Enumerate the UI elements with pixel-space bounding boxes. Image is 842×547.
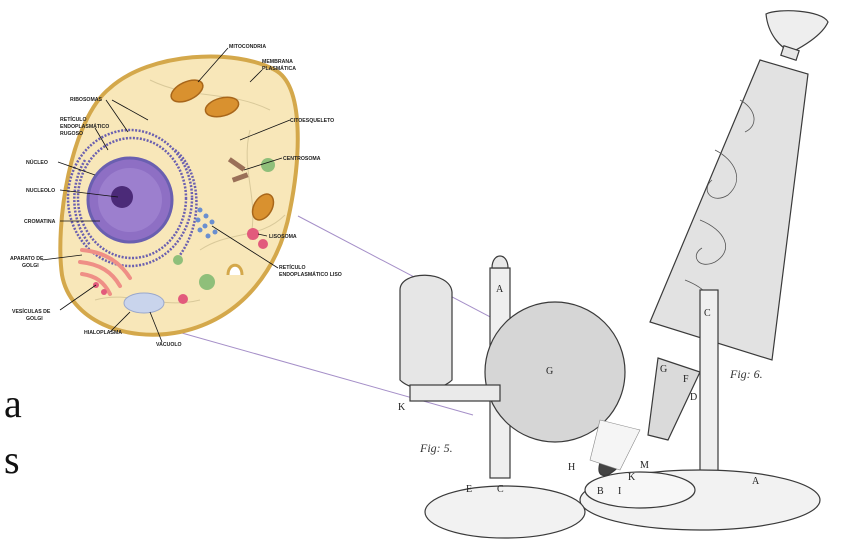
label-reticulo-l-1: RETÍCULO: [279, 263, 306, 271]
label-ribosomas: RIBOSOMAS: [70, 97, 103, 103]
letter-d: D: [690, 392, 697, 403]
letter-h: H: [568, 462, 575, 473]
oil-lamp: [400, 275, 452, 389]
microscope-engraving: [400, 11, 828, 538]
nucleolus: [111, 186, 133, 208]
letter-i: I: [618, 486, 621, 497]
label-hialoplasma: HIALOPLASMA: [84, 330, 122, 336]
letter-b: B: [597, 486, 604, 497]
caption-fig5: Fig: 5.: [419, 441, 453, 455]
label-nucleo: NÚCLEO: [26, 159, 48, 166]
label-cromatina: CROMATINA: [24, 219, 56, 225]
label-centrosoma: CENTROSOMA: [283, 156, 321, 162]
caption-fig6: Fig: 6.: [729, 367, 763, 381]
label-reticulo-r-2: ENDOPLASMÁTICO: [60, 123, 109, 130]
label-lisosoma: LISOSOMA: [269, 234, 297, 240]
text-fragment-a: a: [4, 384, 22, 424]
label-nucleolo: NUCLEOLO: [26, 188, 55, 194]
label-membrana-2: PLASMÁTICA: [262, 65, 296, 72]
letter-g-globe: G: [546, 366, 553, 377]
left-pillar-cap: [492, 256, 508, 268]
lamp-arm: [410, 385, 500, 401]
letter-a-left: A: [496, 284, 504, 295]
label-vacuolo: VACUOLO: [156, 342, 182, 348]
letter-k-right: K: [628, 472, 636, 483]
label-vesiculas-2: GOLGI: [26, 316, 43, 322]
letter-k-left: K: [398, 402, 406, 413]
vacuole: [124, 293, 164, 313]
label-reticulo-r-3: RUGOSO: [60, 131, 83, 137]
label-aparato-2: GOLGI: [22, 263, 39, 269]
label-reticulo-r-1: RETÍCULO: [60, 115, 87, 123]
cell-diagram: MITOCONDRIA MEMBRANA PLASMÁTICA RIBOSOMA…: [10, 44, 342, 348]
left-base: [425, 486, 585, 538]
letter-c-right: C: [704, 308, 711, 319]
label-citoesqueleto: CITOESQUELETO: [290, 118, 334, 124]
membrane-notch: [228, 265, 242, 275]
label-reticulo-l-2: ENDOPLASMÁTICO LISO: [279, 271, 342, 278]
label-aparato-1: APARATO DE: [10, 256, 44, 262]
label-vesiculas-1: VESÍCULAS DE: [12, 307, 51, 315]
microscope-body-tube: [650, 60, 808, 360]
letter-g-right: G: [660, 364, 667, 375]
eyepiece: [766, 11, 828, 52]
letter-f: F: [683, 374, 689, 385]
letter-a-right: A: [752, 476, 760, 487]
letter-c-left: C: [497, 484, 504, 495]
letter-e: E: [466, 484, 472, 495]
letter-m: M: [640, 460, 649, 471]
right-pillar: [700, 290, 718, 490]
text-fragment-s: s: [4, 440, 20, 480]
label-membrana-1: MEMBRANA: [262, 59, 293, 65]
label-mitocondria: MITOCONDRIA: [229, 44, 266, 50]
